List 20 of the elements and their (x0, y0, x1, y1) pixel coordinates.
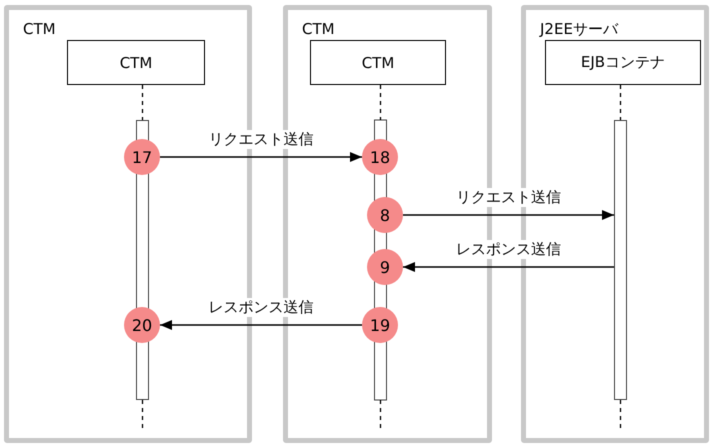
step-number-circle: 20 (124, 307, 160, 343)
step-number-circle: 17 (124, 139, 160, 175)
message-arrow (403, 210, 614, 220)
message-arrow (403, 262, 614, 272)
lifeline-header-box: CTM (67, 40, 205, 85)
message-arrow (160, 152, 362, 162)
step-number-circle: 19 (362, 307, 398, 343)
lifeline-dashed (620, 85, 622, 120)
swimlane-panel (4, 5, 252, 443)
lane-title: CTM (302, 20, 335, 38)
step-number-circle: 18 (362, 139, 398, 175)
lifeline-dashed (142, 85, 144, 120)
message-arrow (160, 320, 362, 330)
lane-title: J2EEサーバ (540, 20, 618, 39)
step-number-circle: 8 (367, 197, 403, 233)
lifeline-header-box: CTM (310, 40, 446, 85)
lifeline-header-box: EJBコンテナ (545, 40, 701, 85)
lane-title: CTM (23, 20, 56, 38)
activation-bar (614, 120, 627, 400)
step-number-circle: 9 (367, 249, 403, 285)
